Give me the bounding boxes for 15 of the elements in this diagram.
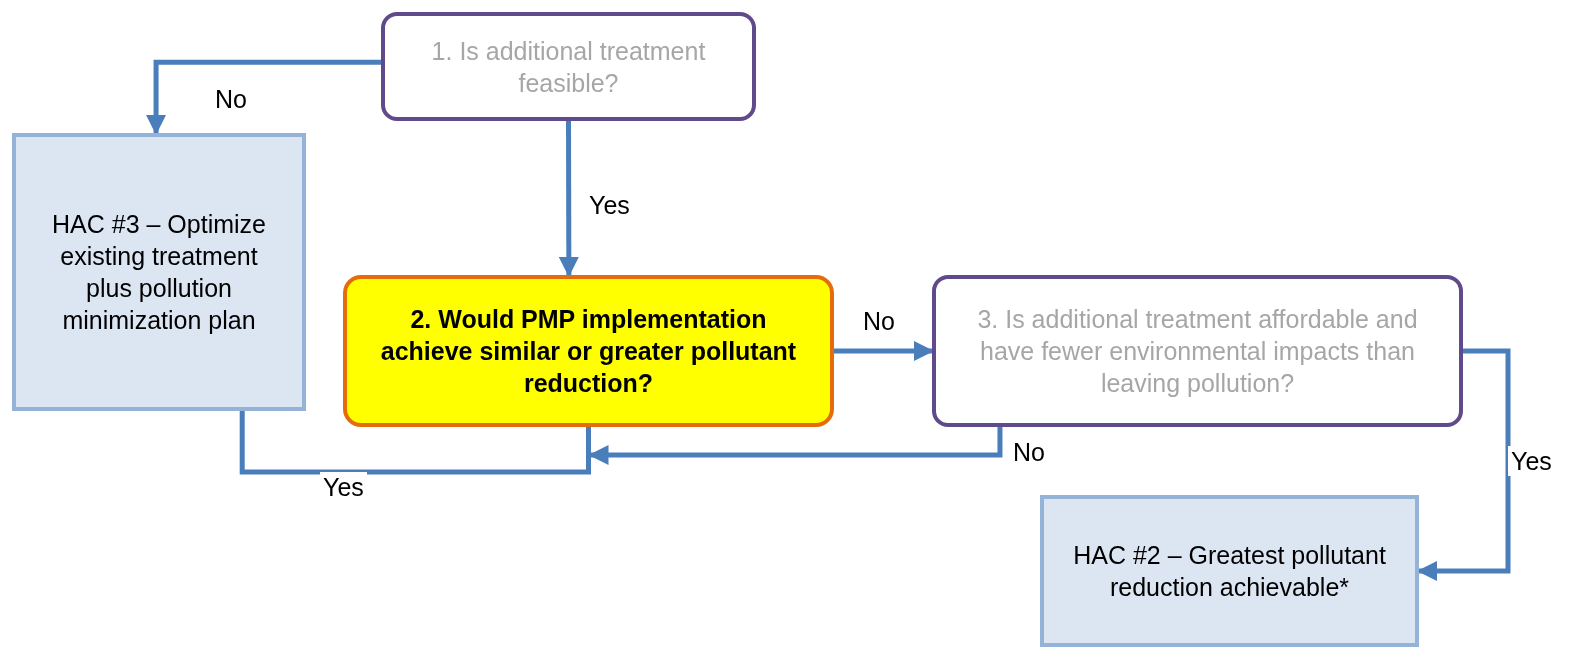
node-text: HAC #2 – Greatest pollutant reduction achievable* [1072, 540, 1387, 603]
arrow [558, 121, 579, 277]
decision-box [381, 12, 756, 121]
connector-line [239, 411, 591, 475]
outcome-box [1040, 495, 1419, 647]
node-text: 3. Is additional treatment affordable and have fewer environmental impacts than leaving pollution? [976, 304, 1419, 399]
node-text: 1. Is additional treatment feasible? [430, 35, 707, 99]
decision-box [932, 275, 1463, 427]
node-text: HAC #3 – Optimize existing treatment plus pollution minimization plan [51, 209, 267, 336]
node-text: 2. Would PMP implementation achieve similar or greater pollutant reduction? [379, 304, 798, 399]
outcome-box [12, 133, 306, 411]
arrow [834, 341, 934, 361]
arrow [588, 427, 1003, 465]
decision-box [343, 275, 834, 427]
arrow [146, 59, 381, 135]
